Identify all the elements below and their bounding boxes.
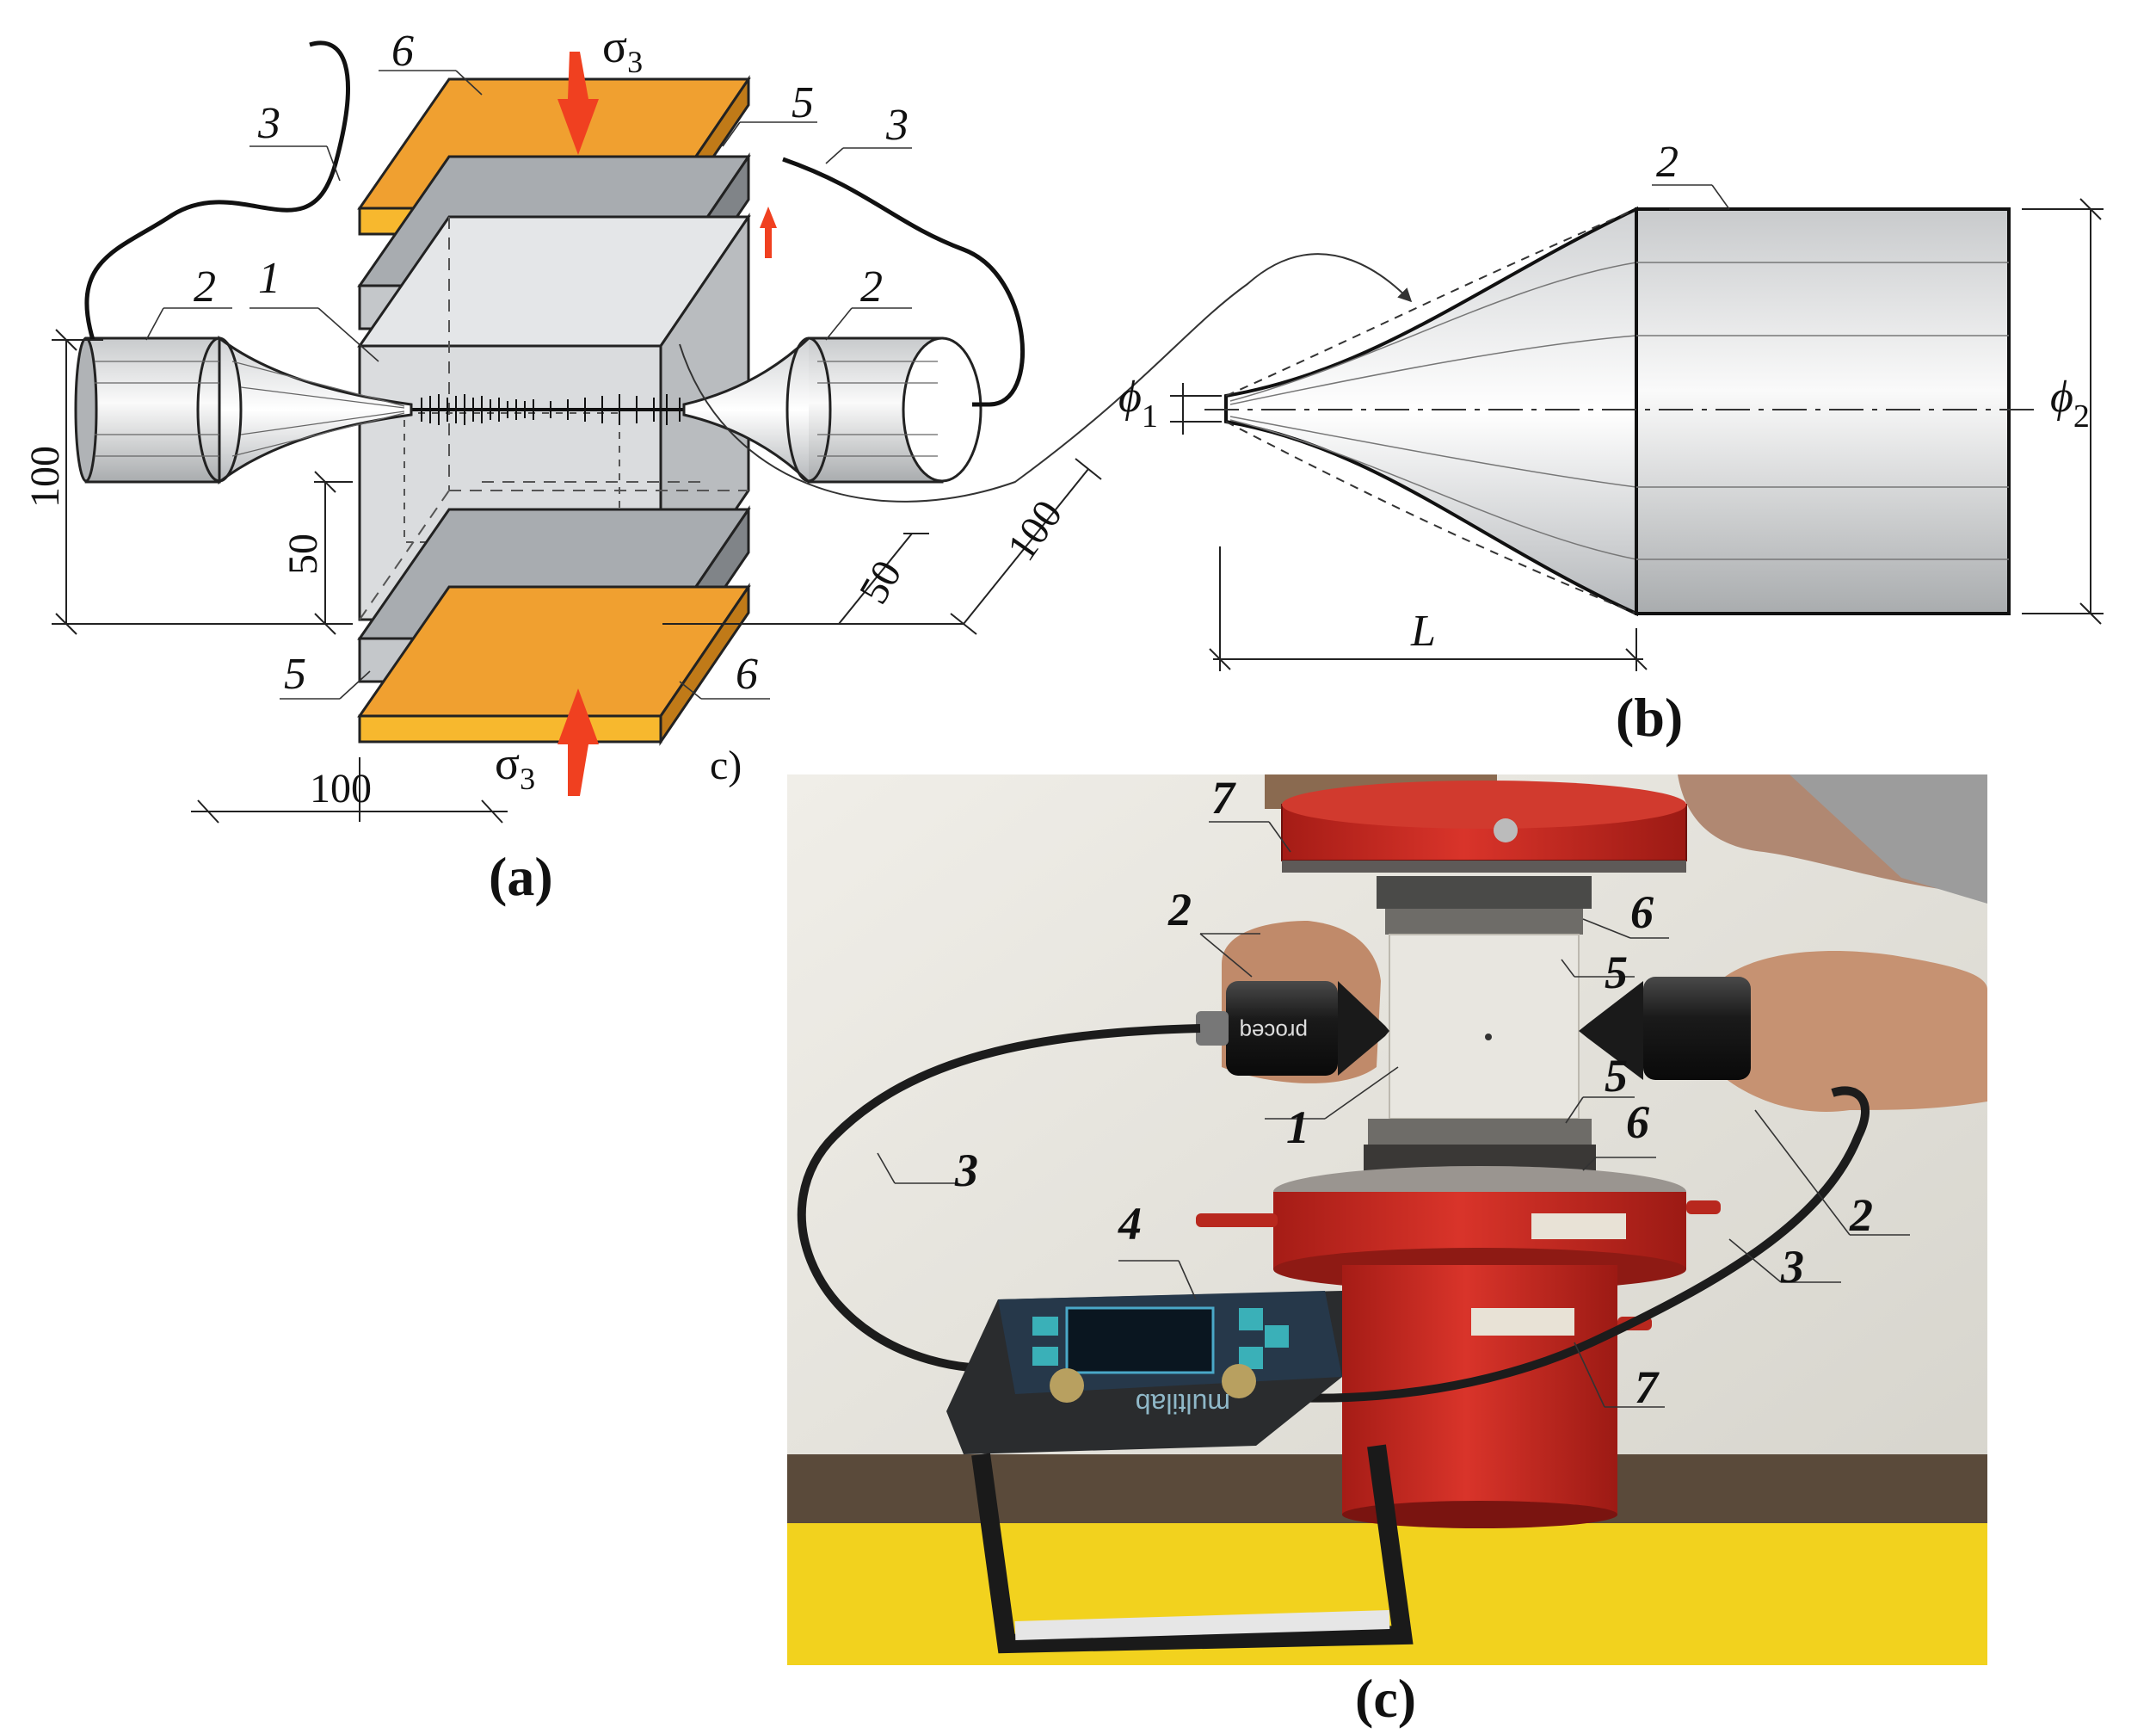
label-c-6-bottom: 6	[1626, 1096, 1649, 1148]
sigma-bottom: σ3	[495, 737, 535, 796]
phi2-label: ϕ2	[2050, 373, 2090, 435]
stray-label-c: c)	[710, 743, 742, 788]
label-3-right: 3	[885, 101, 909, 150]
right-transducer	[682, 336, 983, 484]
right-cable	[782, 157, 1026, 407]
label-c-3-right: 3	[1780, 1241, 1804, 1293]
specimen-photo	[1389, 934, 1580, 1120]
transducer-body	[1635, 207, 2011, 615]
label-2-right: 2	[860, 262, 883, 312]
left-cable	[84, 40, 350, 341]
label-5-bottom: 5	[284, 650, 306, 699]
multilab-device: multilab	[946, 1291, 1414, 1654]
panel-a: 6 5 3 3 2 1 2 5 6 100 50 50 100 100 σ3 σ…	[22, 21, 1413, 907]
label-2-b: 2	[1656, 138, 1679, 187]
left-transducer	[74, 335, 413, 485]
label-6-top: 6	[391, 27, 414, 76]
right-probe-photo	[1579, 977, 1751, 1080]
caption-c: (c)	[1355, 1668, 1416, 1729]
label-c-7-top: 7	[1211, 772, 1236, 824]
label-c-4: 4	[1118, 1198, 1142, 1250]
label-c-5-bottom: 5	[1605, 1050, 1628, 1101]
upper-steel-plate	[1377, 876, 1592, 909]
small-arrow-right	[760, 207, 777, 258]
panel-b: 2 ϕ1 ϕ2 L (b)	[1118, 138, 2104, 748]
dim-50-left: 50	[280, 534, 326, 575]
dim-50-right: 50	[851, 552, 911, 611]
stress-arrow-bottom	[557, 688, 599, 796]
phi1-label: ϕ1	[1118, 373, 1158, 435]
label-c-2-left: 2	[1167, 884, 1192, 935]
label-c-5-top: 5	[1605, 947, 1628, 998]
label-5-top: 5	[792, 78, 814, 127]
stress-arrow-top	[557, 52, 599, 155]
detail-link-curve	[679, 253, 1413, 503]
dim-100-bottom: 100	[310, 766, 372, 811]
label-leaders-a	[145, 70, 912, 700]
svg-text:multilab: multilab	[1136, 1388, 1230, 1419]
label-c-7-bottom: 7	[1635, 1361, 1660, 1413]
lower-insert	[1368, 1119, 1592, 1145]
right-hand	[1703, 951, 1987, 1112]
transducer-cone	[1224, 206, 1638, 617]
panel-c-photo: proceq multilab	[787, 772, 1987, 1729]
svg-text:proceq: proceq	[1240, 1019, 1309, 1045]
label-leaders-c	[877, 821, 1910, 1408]
press-top-platen	[1265, 774, 1687, 873]
sigma-top: σ3	[602, 21, 643, 79]
caption-b: (b)	[1616, 687, 1683, 748]
label-6-bottom: 6	[736, 650, 758, 699]
caption-a: (a)	[489, 846, 553, 907]
label-c-2-right: 2	[1849, 1189, 1873, 1241]
photo-cable	[797, 1024, 1201, 1380]
dimension-lines-b	[1170, 198, 2104, 671]
dim-100-left: 100	[22, 446, 68, 508]
label-c-1: 1	[1286, 1101, 1309, 1153]
label-c-6-top: 6	[1630, 886, 1654, 938]
label-2-left: 2	[194, 262, 216, 312]
dimension-lines	[52, 329, 1102, 824]
length-label: L	[1410, 607, 1436, 656]
left-probe-photo: proceq	[1196, 981, 1389, 1076]
label-3-left: 3	[257, 99, 280, 148]
label-1: 1	[258, 254, 280, 303]
label-c-3-left: 3	[954, 1145, 978, 1196]
upper-insert	[1385, 909, 1583, 935]
bottom-loading-plate	[357, 583, 751, 746]
